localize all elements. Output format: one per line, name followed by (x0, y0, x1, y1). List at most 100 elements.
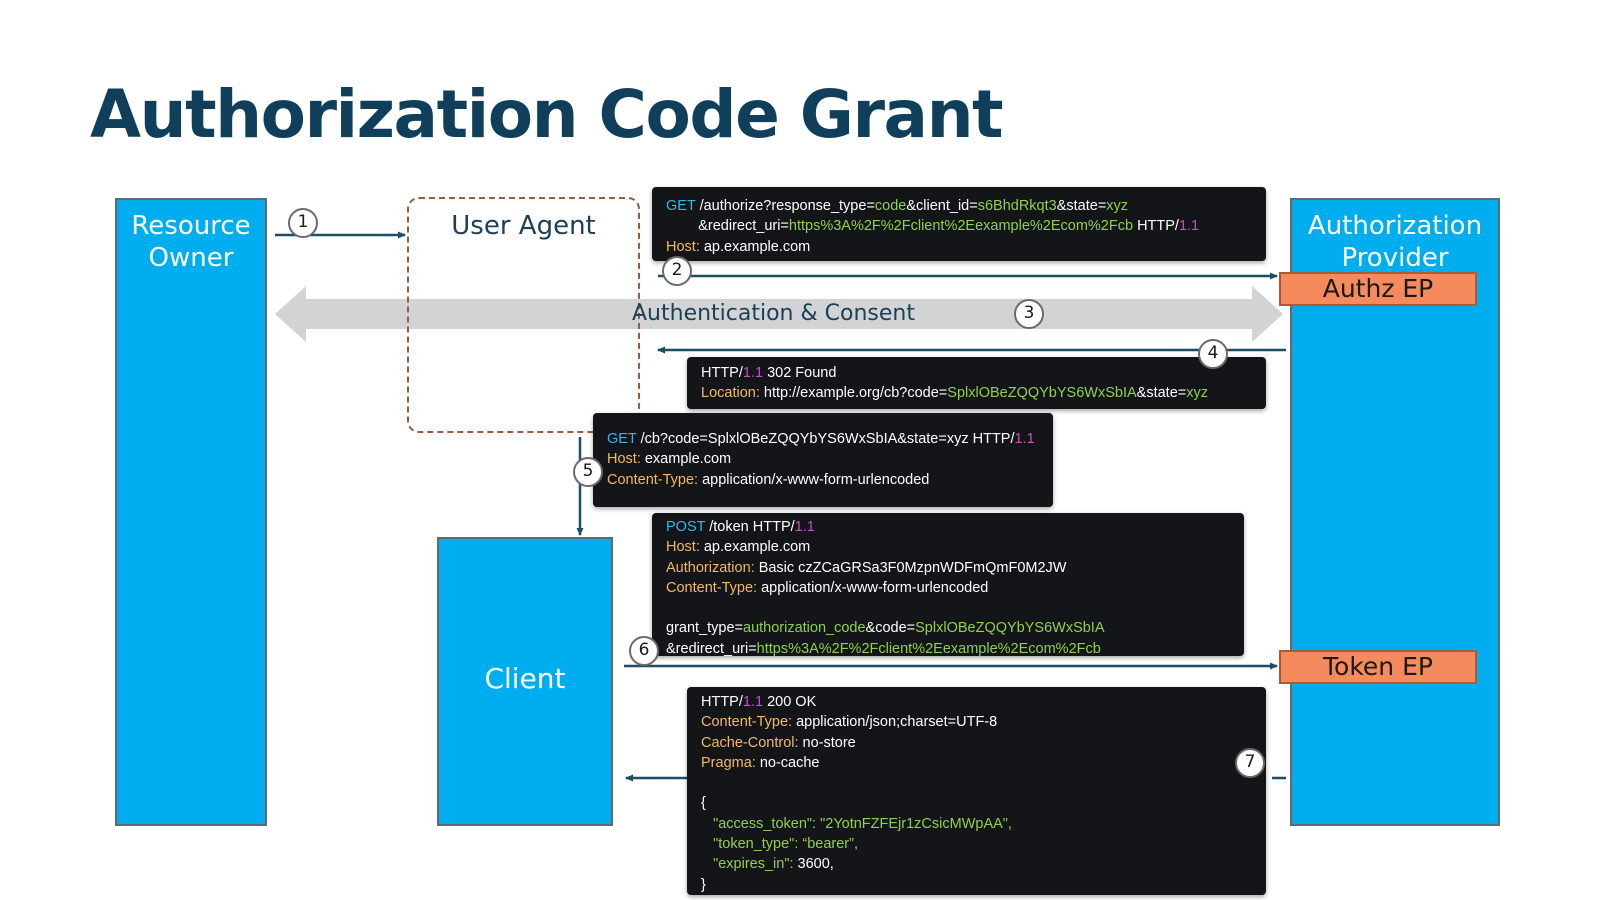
code-token: example.com (640, 451, 732, 468)
code-line: "expires_in": 3600, (701, 854, 1252, 874)
code-token: 1.1 (742, 365, 764, 381)
code-token: grant_type= (666, 620, 743, 637)
code-line: &redirect_uri=https%3A%2F%2Fclient%2Eexa… (666, 639, 1230, 659)
step-7-badge: 7 (1235, 748, 1265, 778)
code-token: 3600, (797, 856, 834, 873)
code-token: GET (666, 198, 696, 214)
code-token: Cache-Control: (701, 734, 799, 751)
code-token: application/x-www-form-urlencoded (698, 471, 930, 488)
code-token: Content-Type: (666, 579, 758, 596)
step-4-badge: 4 (1198, 339, 1228, 369)
code-token: &code= (865, 620, 916, 637)
authorize-request-box: GET /authorize?response_type=code&client… (652, 187, 1266, 261)
code-line: GET /authorize?response_type=code&client… (666, 196, 1252, 216)
code-token: 1.1 (742, 694, 764, 710)
code-token: HTTP/ (1133, 218, 1179, 235)
code-line: grant_type=authorization_code&code=Splxl… (666, 618, 1230, 638)
consent-label: Authentication & Consent (632, 301, 915, 326)
code-token: xyz (1186, 385, 1208, 402)
code-token: SplxlOBeZQQYbYS6WxSbIA (915, 620, 1105, 637)
code-token: Content-Type: (607, 471, 699, 488)
code-token: application/json;charset=UTF-8 (792, 714, 998, 731)
user-agent-label: User Agent (451, 211, 596, 241)
code-token: &client_id= (906, 198, 978, 214)
code-line: Host: example.com (607, 449, 1039, 469)
code-token: { (701, 795, 706, 812)
code-line: Cache-Control: no-store (701, 733, 1252, 753)
code-line: Location: http://example.org/cb?code=Spl… (701, 383, 1252, 403)
code-token: code (874, 198, 907, 214)
code-token: authorization_code (743, 620, 866, 637)
code-line: { (701, 793, 1252, 813)
step-5-badge: 5 (573, 457, 603, 487)
code-token: code= (907, 385, 948, 402)
user-agent-box: User Agent (407, 197, 640, 433)
code-token: Host: (666, 539, 700, 556)
code-token: HTTP/ (701, 694, 743, 710)
code-token: 1.1 (1178, 218, 1200, 235)
step-3-badge: 3 (1014, 299, 1044, 329)
code-line: GET /cb?code=SplxlOBeZQQYbYS6WxSbIA&stat… (607, 429, 1039, 449)
client-lifeline: Client (437, 537, 613, 826)
code-token: http://example.org/cb? (759, 385, 908, 402)
code-token: /cb?code=SplxlOBeZQQYbYS6WxSbIA&state=xy… (636, 431, 1015, 447)
code-line (666, 598, 1230, 618)
code-token: &redirect_uri= (666, 218, 789, 235)
code-line: Host: ap.example.com (666, 537, 1230, 557)
code-token: Location: (701, 385, 760, 402)
code-token: 1.1 (1014, 431, 1035, 447)
code-line: HTTP/1.1 200 OK (701, 692, 1252, 712)
code-token: GET (607, 431, 637, 447)
code-token: 200 OK (763, 694, 817, 710)
code-token: /authorize?response_type= (695, 198, 875, 214)
code-line: POST /token HTTP/1.1 (666, 517, 1230, 537)
code-token: application/x-www-form-urlencoded (757, 579, 989, 596)
code-line: Authorization: Basic czZCaGRSa3F0MzpnWDF… (666, 558, 1230, 578)
code-line: Pragma: no-cache (701, 753, 1252, 773)
resource-owner-label-line2: Owner (148, 243, 234, 273)
code-token: } (701, 876, 706, 893)
authorization-provider-label-line1: Authorization (1307, 211, 1483, 241)
token-endpoint: Token EP (1279, 650, 1477, 684)
client-label: Client (484, 662, 566, 695)
step-2-badge: 2 (662, 256, 692, 286)
code-line: &redirect_uri=https%3A%2F%2Fclient%2Eexa… (666, 216, 1252, 236)
code-token: ap.example.com (699, 539, 811, 556)
code-token: 302 Found (763, 365, 837, 381)
code-token: "access_token": "2YotnFZFEjr1zCsicMWpAA"… (701, 815, 1012, 832)
authz-endpoint: Authz EP (1279, 272, 1477, 306)
slide-title: Authorization Code Grant (90, 76, 1004, 153)
callback-request-box: GET /cb?code=SplxlOBeZQQYbYS6WxSbIA&stat… (593, 413, 1053, 507)
code-line: Content-Type: application/x-www-form-url… (666, 578, 1230, 598)
code-token: no-store (798, 734, 856, 751)
code-line: Host: ap.example.com (666, 237, 1252, 257)
code-token: Content-Type: (701, 714, 793, 731)
code-token: Pragma: (701, 754, 756, 771)
code-token: Host: (607, 451, 641, 468)
step-1-badge: 1 (288, 208, 318, 238)
code-line: } (701, 875, 1252, 895)
resource-owner-label-line1: Resource (131, 211, 251, 241)
code-token: ap.example.com (699, 238, 811, 255)
code-line: Content-Type: application/json;charset=U… (701, 712, 1252, 732)
authorization-provider-label-line2: Provider (1341, 243, 1449, 273)
code-token: &redirect_uri= (666, 640, 757, 657)
resource-owner-lifeline: Resource Owner (115, 198, 267, 826)
code-token: "token_type": “bearer”, (701, 836, 858, 853)
code-token: SplxlOBeZQQYbYS6WxSbIA (947, 385, 1137, 402)
code-token: 1.1 (794, 519, 815, 535)
code-line (701, 773, 1252, 793)
code-token: no-cache (755, 754, 820, 771)
code-line: Content-Type: application/x-www-form-url… (607, 470, 1039, 490)
code-line: "token_type": “bearer”, (701, 834, 1252, 854)
code-token: HTTP/ (701, 365, 743, 381)
code-line: HTTP/1.1 302 Found (701, 363, 1252, 383)
code-line: "access_token": "2YotnFZFEjr1zCsicMWpAA"… (701, 814, 1252, 834)
code-token: Authorization: (666, 559, 755, 576)
code-token: xyz (1106, 198, 1129, 214)
code-token: s6BhdRkqt3 (977, 198, 1057, 214)
code-token: Host: (666, 238, 700, 255)
code-token: &state= (1136, 385, 1187, 402)
